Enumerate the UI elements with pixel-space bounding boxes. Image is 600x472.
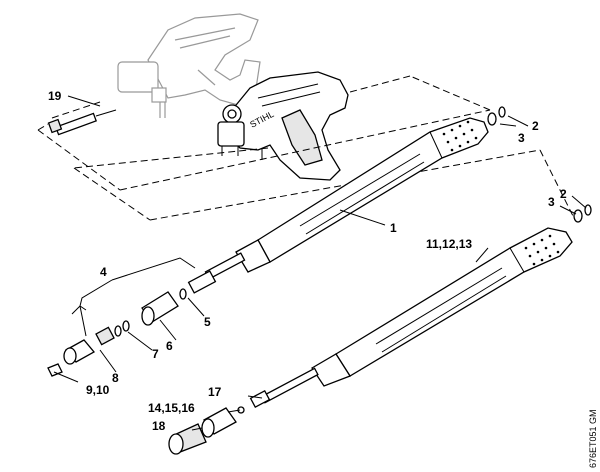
callout-11-12-13: 11,12,13 xyxy=(426,237,472,251)
connector-part-19 xyxy=(47,109,117,136)
callout-14-15-16: 14,15,16 xyxy=(148,401,195,415)
ghost-spray-gun xyxy=(117,13,261,118)
callout-2-right: 2 xyxy=(560,187,567,201)
callout-8: 8 xyxy=(112,371,119,385)
spray-lance-1 xyxy=(204,117,489,280)
callout-1: 1 xyxy=(390,221,397,235)
lance-1-grip-dots xyxy=(442,120,478,152)
callout-2-top: 2 xyxy=(532,119,539,133)
callout-3-right: 3 xyxy=(548,195,555,209)
callout-17: 17 xyxy=(208,385,222,399)
callout-4: 4 xyxy=(100,265,107,279)
nozzle-assembly-4 xyxy=(47,270,217,377)
callout-6: 6 xyxy=(166,339,173,353)
spray-lance-11-12-13 xyxy=(260,227,573,404)
leader-lines xyxy=(53,95,587,431)
lance-2-grip-dots xyxy=(524,234,560,266)
callout-7: 7 xyxy=(152,347,159,361)
callout-9-10: 9,10 xyxy=(86,383,110,397)
drawing-code: 676ET051 GM xyxy=(588,409,598,468)
callout-19: 19 xyxy=(48,89,62,103)
callout-18: 18 xyxy=(152,419,166,433)
nozzle-parts-bottom xyxy=(168,389,271,455)
o-rings-top xyxy=(487,106,592,223)
callout-5: 5 xyxy=(204,315,211,329)
callout-3-top: 3 xyxy=(518,131,525,145)
spray-gun: STIHL xyxy=(217,71,349,181)
